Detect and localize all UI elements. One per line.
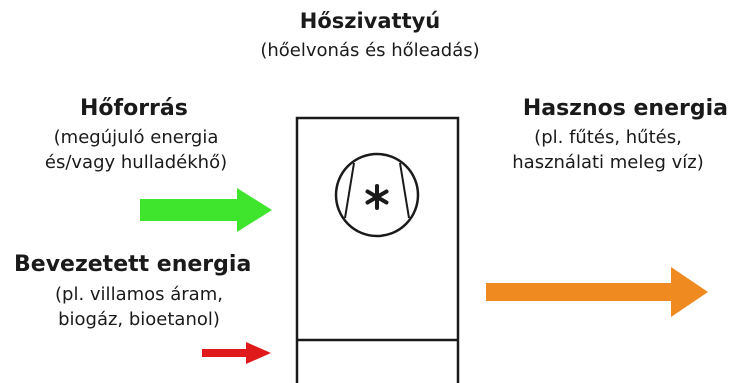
input-energy-arrow: [202, 342, 271, 364]
compressor-icon: [334, 152, 420, 238]
input-energy-desc-line1: (pl. villamos áram,: [55, 284, 223, 305]
heat-source-desc-line1: (megújuló energia: [53, 127, 219, 148]
heat-source-desc-line2: és/vagy hulladékhő): [44, 152, 228, 173]
heat-source-label: Hőforrás: [80, 96, 188, 121]
heat-pump-unit-box: [295, 116, 460, 383]
heat-source-arrow: [140, 188, 272, 232]
input-energy-desc-line2: biogáz, bioetanol): [58, 309, 220, 330]
useful-energy-arrow: [486, 267, 708, 317]
useful-energy-label: Hasznos energia: [522, 96, 728, 121]
asterisk-icon: [365, 184, 389, 210]
diagram-title: Hőszivattyú: [299, 9, 441, 33]
useful-energy-desc-line2: használati meleg víz): [512, 152, 704, 173]
diagram-subtitle: (hőelvonás és hőleadás): [260, 40, 480, 61]
input-energy-label: Bevezetett energia: [14, 252, 252, 277]
useful-energy-desc-line1: (pl. fűtés, hűtés,: [534, 127, 682, 148]
